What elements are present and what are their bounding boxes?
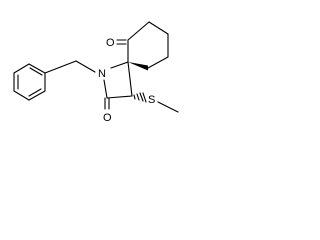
bond-n-spiro (110, 61, 129, 69)
bond-ring (127, 21, 150, 41)
hash-segment (136, 93, 140, 101)
bond-phenyl-ch2 (44, 60, 77, 74)
bond-benzene (13, 63, 30, 74)
bond-ring (147, 56, 169, 69)
bond-benzene (28, 63, 46, 74)
atom-label-n: N (98, 68, 106, 80)
hash-bond-calpha-s (133, 92, 147, 103)
atom-label-s: S (148, 94, 155, 106)
benzene-ring (13, 63, 46, 101)
bond-calpha-spiro (127, 61, 133, 97)
bond-carbonyl-calpha (106, 95, 133, 99)
hash-segment (142, 92, 147, 103)
bond-benzene-double (28, 88, 42, 97)
beta-lactam-ring (103, 61, 133, 99)
wedge-bond-spiro (128, 62, 148, 71)
bond-ch2-n (75, 60, 96, 73)
bond-benzene (28, 90, 46, 101)
bond-benzene-double (29, 67, 43, 76)
atom-label-o-lactam: O (103, 112, 112, 124)
cyclohexanone-ring (127, 21, 169, 69)
bond-ring (148, 21, 169, 35)
hash-segment (139, 92, 144, 102)
bond-s-methyl (157, 101, 179, 113)
bond-benzene (13, 90, 30, 101)
chemical-structure: O N O S (13, 21, 179, 124)
hash-segment (133, 94, 136, 100)
atom-label-o-ketone: O (106, 37, 115, 49)
bond-n-carbonyl (103, 79, 108, 99)
